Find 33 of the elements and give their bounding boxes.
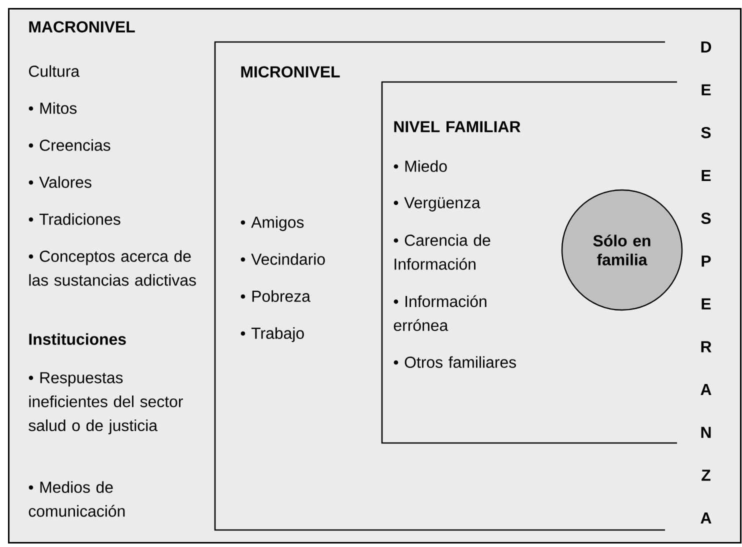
list-item: • Miedo bbox=[394, 160, 447, 172]
list-item: • Vecindario bbox=[240, 253, 325, 265]
vertical-letter: S bbox=[701, 126, 711, 138]
vertical-letter: E bbox=[702, 170, 711, 181]
list-item: • Vergüenza bbox=[394, 197, 480, 212]
vertical-letter: A bbox=[700, 384, 712, 395]
vertical-letter: P bbox=[702, 256, 711, 267]
vertical-letter: Z bbox=[702, 470, 710, 481]
list-item: • Conceptos acerca de las sustancias adictivas bbox=[28, 250, 196, 286]
vertical-letter: E bbox=[702, 298, 711, 310]
list-item: • Tradiciones bbox=[28, 213, 120, 225]
level-heading: MACRONIVEL bbox=[29, 21, 135, 32]
list-item: • Amigos bbox=[240, 216, 304, 232]
level-heading: Instituciones bbox=[29, 333, 126, 345]
vertical-letter: A bbox=[700, 512, 712, 524]
vertical-letter: R bbox=[701, 341, 712, 352]
vertical-letter: E bbox=[702, 84, 711, 96]
list-item: • Otros familiares bbox=[394, 356, 516, 368]
vertical-letter: D bbox=[701, 42, 712, 52]
list-item: Cultura bbox=[29, 65, 80, 77]
list-item: • Pobreza bbox=[240, 290, 310, 302]
list-item: • Respuestas ineficientes del sector salud o de justicia bbox=[28, 372, 183, 434]
list-item: • Mitos bbox=[28, 102, 77, 114]
list-item: • Valores bbox=[28, 176, 92, 188]
level-heading: MICRONIVEL bbox=[241, 66, 340, 78]
list-item: • Carencia de Información bbox=[394, 234, 490, 270]
vertical-letter: S bbox=[701, 212, 711, 224]
list-item: • Medios de comunicación bbox=[28, 481, 125, 517]
list-item: • Creencias bbox=[28, 139, 110, 151]
vertical-letter: N bbox=[701, 426, 711, 438]
level-heading: NIVEL FAMILIAR bbox=[394, 121, 520, 132]
list-item: • Trabajo bbox=[240, 327, 304, 342]
list-item: • Información errónea bbox=[394, 295, 486, 331]
